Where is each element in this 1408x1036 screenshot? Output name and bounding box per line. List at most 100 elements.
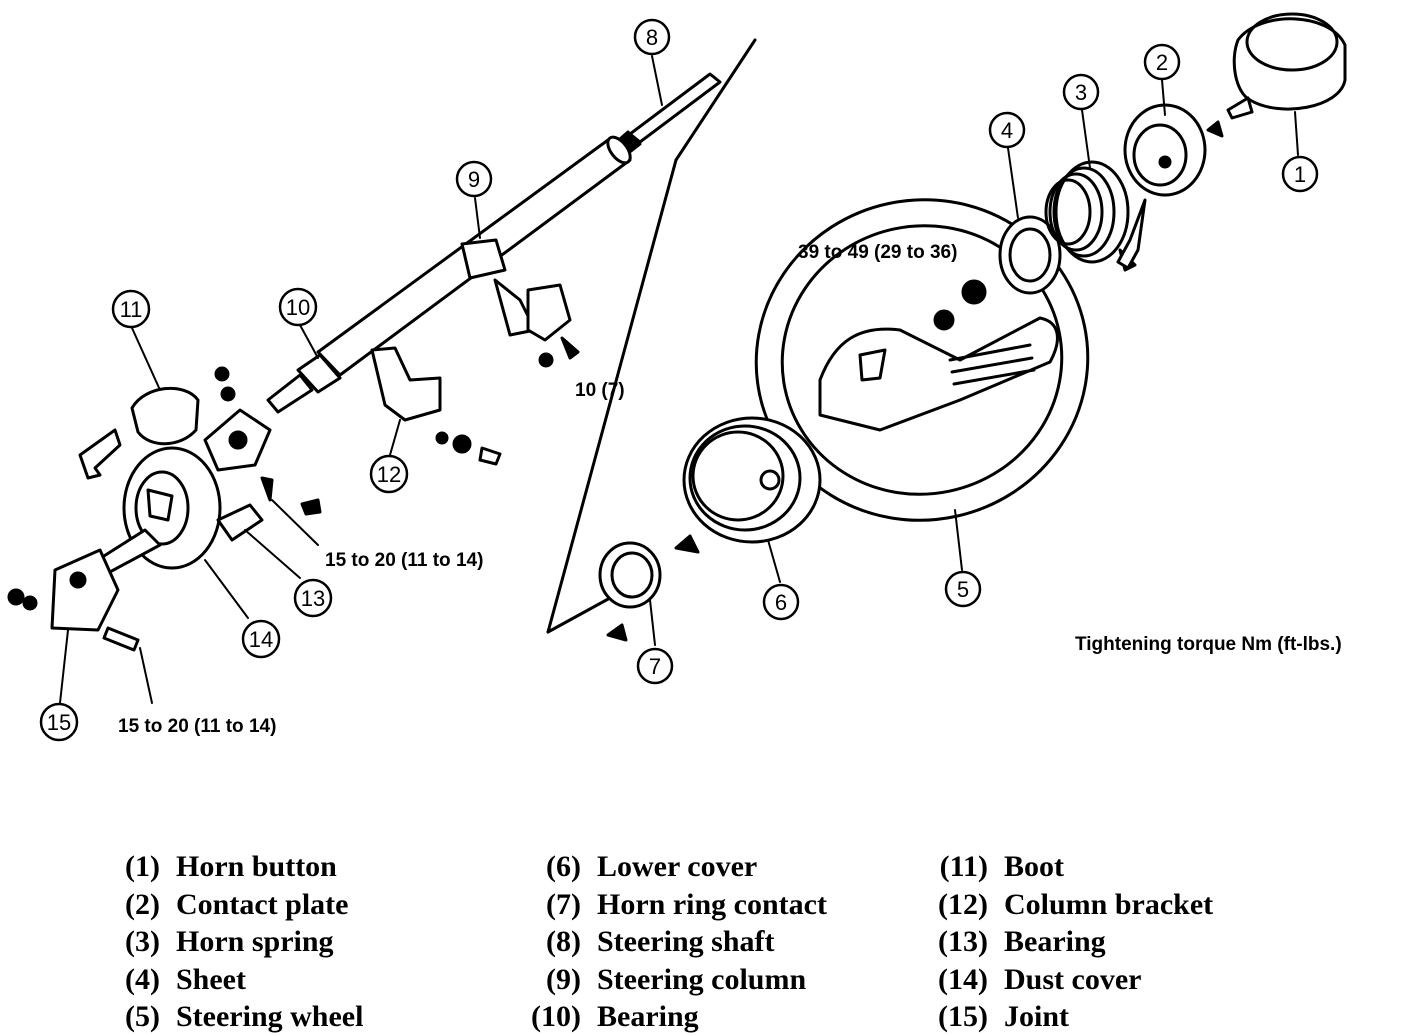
svg-text:1: 1 [1294, 162, 1306, 187]
legend-label: Joint [1004, 1000, 1070, 1033]
svg-text:6: 6 [775, 590, 787, 615]
callout-1: 1 [1281, 155, 1319, 193]
callout-6: 6 [762, 583, 800, 621]
column-bearing-part [266, 353, 342, 414]
legend-item: (5) Steering wheel [108, 998, 363, 1036]
legend-item: (11) Boot [920, 848, 1213, 886]
steering-wheel-part [754, 198, 1090, 522]
lower-cover-part [674, 416, 822, 554]
legend-item: (12) Column bracket [920, 886, 1213, 924]
legend-number: (12) [938, 887, 988, 921]
callout-10: 10 [278, 287, 318, 327]
steering-exploded-diagram: 1 2 3 4 5 6 7 8 9 10 11 12 13 14 15 39 t… [7, 12, 1347, 742]
legend-number: (3) [125, 925, 160, 958]
callout-15: 15 [39, 702, 79, 742]
legend-label: Column bracket [1004, 887, 1214, 921]
separator-line-upper [674, 38, 757, 162]
legend-number: (5) [125, 1000, 160, 1033]
sheet-part [998, 215, 1062, 295]
legend-label: Sheet [176, 962, 246, 996]
legend-number: (14) [938, 962, 988, 996]
callout-9: 9 [455, 160, 493, 198]
legend-number: (15) [938, 1000, 988, 1033]
legend-label: Lower cover [597, 850, 758, 883]
legend-label: Steering wheel [176, 1000, 364, 1033]
legend-label: Bearing [597, 1000, 699, 1033]
callout-3: 3 [1062, 73, 1100, 111]
legend-number: (8) [546, 925, 581, 958]
callout-7: 7 [636, 647, 674, 685]
legend-column-1: (1) Horn button (2) Contact plate (3)Horn … [108, 848, 363, 1036]
callout-14: 14 [241, 619, 281, 659]
svg-text:10: 10 [286, 295, 310, 320]
legend-item: (10) Bearing [515, 998, 827, 1036]
legend-number: (10) [531, 1000, 581, 1033]
svg-text:8: 8 [646, 25, 658, 50]
legend-number: (1) [125, 850, 160, 883]
callout-13: 13 [293, 578, 333, 618]
lower-bearing-part [216, 476, 322, 542]
svg-text:2: 2 [1156, 50, 1168, 75]
legend-item: (3)Horn spring [108, 923, 363, 961]
legend-item: (8) Steering shaft [515, 923, 827, 961]
separator-line-lower [546, 596, 612, 634]
svg-text:4: 4 [1001, 118, 1013, 143]
torque-label-wheel-nut: 39 to 49 (29 to 36) [798, 242, 957, 263]
legend-item: (6) Lower cover [515, 848, 827, 886]
legend-label: Contact plate [176, 887, 349, 921]
svg-text:5: 5 [957, 577, 969, 602]
callout-11: 11 [111, 289, 151, 329]
legend-number: (6) [546, 850, 581, 883]
torque-label-joint-bolt: 15 to 20 (11 to 14) [118, 716, 276, 737]
joint-part [7, 528, 162, 652]
legend-label: Horn button [176, 850, 337, 883]
legend-number: (13) [938, 925, 988, 958]
legend-item: (7) Horn ring contact [515, 886, 827, 924]
legend-item: (15) Joint [920, 998, 1213, 1036]
svg-text:12: 12 [377, 462, 401, 487]
legend-number: (2) [125, 887, 160, 921]
legend-item: (9) Steering column [515, 961, 827, 999]
svg-text:13: 13 [301, 586, 325, 611]
horn-spring-part [1044, 160, 1137, 272]
legend-item: (2) Contact plate [108, 886, 363, 924]
legend-item: (1) Horn button [108, 848, 363, 886]
legend-item: (14) Dust cover [920, 961, 1213, 999]
column-bracket-part [370, 346, 502, 466]
legend-item: (4) Sheet [108, 961, 363, 999]
torque-label-bracket-bolt: 10 (7) [575, 380, 625, 401]
callout-12: 12 [369, 454, 409, 494]
horn-ring-contact-part [598, 541, 662, 642]
legend-label: Steering shaft [597, 925, 775, 958]
svg-text:7: 7 [649, 654, 661, 679]
callout-5: 5 [944, 570, 982, 608]
leader-lines [59, 55, 1299, 704]
legend-label: Boot [1004, 850, 1064, 883]
legend-number: (7) [546, 887, 581, 921]
legend-column-2: (6) Lower cover (7) Horn ring contact (8) S… [515, 848, 827, 1036]
torque-note: Tightening torque Nm (ft-lbs.) [1075, 634, 1342, 655]
upper-joint-part [203, 408, 272, 472]
legend-number: (4) [125, 962, 160, 996]
boot-part [78, 366, 236, 480]
callout-8: 8 [633, 18, 671, 56]
separator-line-diagonal [546, 158, 678, 634]
parts-legend: (1)Horn button (2)Contact plate (3)Horn … [0, 848, 1408, 1036]
callout-4: 4 [988, 111, 1026, 149]
svg-text:9: 9 [468, 167, 480, 192]
legend-label: Horn ring contact [597, 887, 827, 921]
callout-2: 2 [1143, 43, 1181, 81]
torque-label-bearing-bolt: 15 to 20 (11 to 14) [325, 550, 483, 571]
legend-label: Steering column [597, 962, 807, 996]
legend-number: (9) [546, 962, 581, 996]
legend-column-3: (11)Boot (12)Column bracket (13)Bearing … [920, 848, 1213, 1036]
legend-label: Dust cover [1004, 962, 1142, 996]
horn-button-part [1206, 12, 1347, 138]
svg-text:3: 3 [1075, 80, 1087, 105]
svg-text:15: 15 [47, 710, 71, 735]
svg-text:14: 14 [249, 627, 273, 652]
callout-markers: 1 2 3 4 5 6 7 8 9 10 11 12 13 14 15 [39, 18, 1319, 742]
legend-number: (11) [939, 850, 988, 883]
legend-item: (13)Bearing [920, 923, 1213, 961]
contact-plate-part [1116, 103, 1207, 270]
